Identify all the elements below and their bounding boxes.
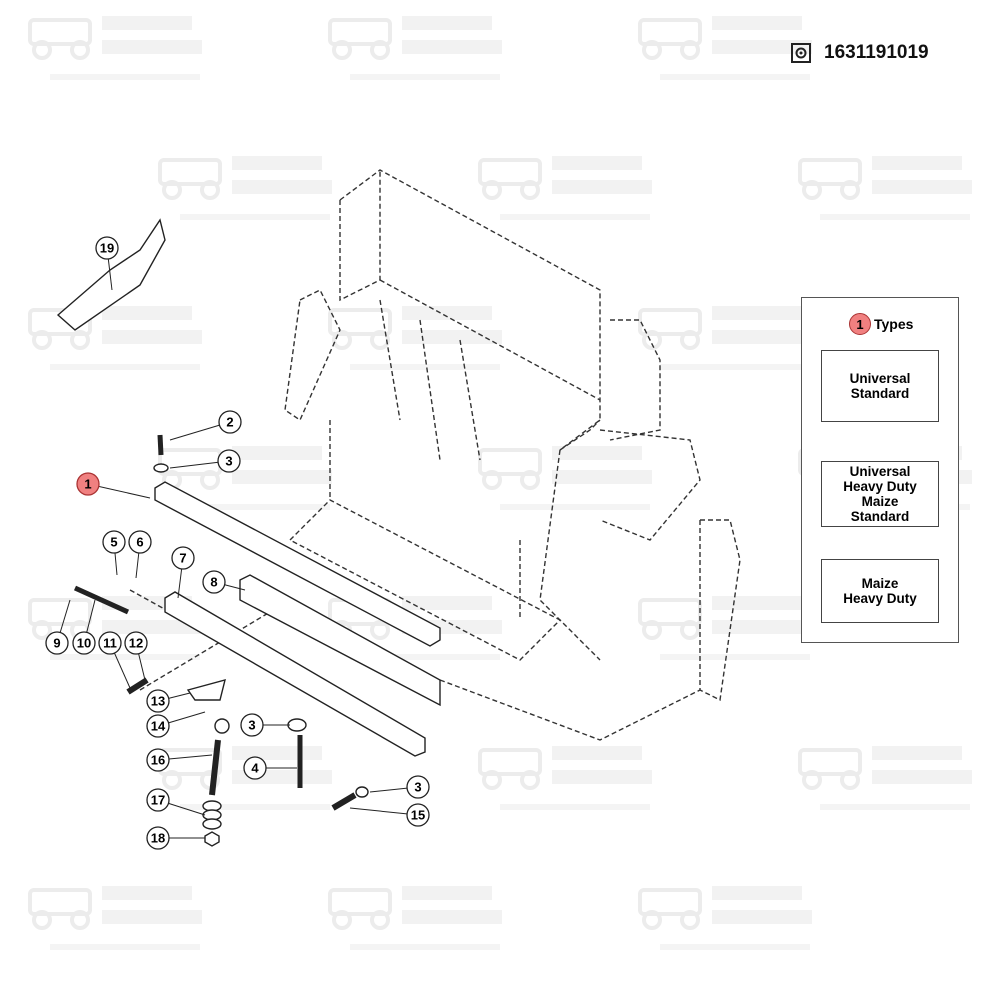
callout-circle [128,530,152,554]
callout-1[interactable]: 1 [76,472,151,499]
type-universal-standard[interactable]: Universal Standard [821,350,939,422]
callout-circle [98,631,122,655]
callout-circle [218,410,242,434]
callout-3[interactable]: 3 [169,449,241,473]
callout-circle [76,472,100,496]
callout-circle [202,570,226,594]
callout-12[interactable]: 12 [124,631,148,681]
callout-4[interactable]: 4 [243,756,297,780]
part-17-bush [202,818,222,830]
part-3-washer [153,463,169,473]
callout-10[interactable]: 10 [72,599,96,655]
callout-11[interactable]: 11 [98,631,131,689]
callout-13[interactable]: 13 [146,689,191,713]
callout-label: 4 [251,761,259,776]
callout-label: 17 [151,793,165,808]
part-3-washer [355,786,369,798]
type-maize-heavy-duty[interactable]: Maize Heavy Duty [821,559,939,623]
callout-label: 3 [225,454,232,469]
callout-label: 11 [103,636,117,651]
callout-label: 7 [179,551,186,566]
part-16-eye [214,718,230,734]
part-18-nut [204,831,220,847]
callout-circle [243,756,267,780]
callout-circle [146,714,170,738]
callout-label: 6 [136,535,143,550]
callout-circle [146,748,170,772]
callout-circle [406,775,430,799]
callout-9[interactable]: 9 [45,599,71,655]
part-10-pin [73,585,130,615]
manual-gear-icon [791,43,811,63]
part-number: 1631191019 [824,42,929,63]
callout-label: 2 [226,415,233,430]
callout-14[interactable]: 14 [146,711,206,738]
callout-circle [146,788,170,812]
callout-label: 14 [151,719,166,734]
callout-label: 13 [151,694,165,709]
callout-17[interactable]: 17 [146,788,206,816]
callout-circle [146,689,170,713]
part-11-bolt [126,677,149,695]
part-2-bolt [157,434,164,456]
callout-badge-1[interactable]: 1 [849,313,871,335]
callout-label: 12 [129,636,143,651]
callout-label: 9 [53,636,60,651]
callout-circle [95,236,119,260]
callout-circle [102,530,126,554]
part-13-bracket [186,679,226,701]
callout-2[interactable]: 2 [169,410,242,441]
callout-circle [124,631,148,655]
part-1-bar [154,481,441,647]
part-15-bolt [331,792,357,811]
callout-3[interactable]: 3 [369,775,430,799]
callout-label: 3 [248,718,255,733]
callout-5[interactable]: 5 [102,530,126,576]
types-title-label: Types [874,316,914,332]
callout-label: 18 [151,831,165,846]
callout-3[interactable]: 3 [240,713,290,737]
callout-circle [240,713,264,737]
callout-label: 3 [414,780,421,795]
types-title: 1 Types [849,313,913,335]
callout-15[interactable]: 15 [349,803,430,827]
callout-label: 5 [110,535,117,550]
callout-label: 16 [151,753,165,768]
part-number-header: 1631191019 [790,42,929,64]
type-label: Universal Standard [849,371,911,401]
part-8-plate [239,574,441,707]
part-19-hook [56,218,166,331]
part-3-washer [287,718,307,732]
callout-circle [146,826,170,850]
callout-8[interactable]: 8 [202,570,246,594]
callout-label: 10 [77,636,91,651]
type-label: Maize Heavy Duty [843,576,917,606]
parts-drawing [56,218,441,847]
callout-19[interactable]: 19 [95,236,119,291]
callout-circle [217,449,241,473]
callout-circle [171,546,195,570]
type-universal-heavy-duty-maize-standard[interactable]: Universal Heavy Duty Maize Standard [821,461,939,527]
callout-label: 19 [100,241,114,256]
callout-label: 15 [411,808,425,823]
callout-label: 1 [84,477,91,492]
callout-circle [45,631,69,655]
callout-6[interactable]: 6 [128,530,152,579]
callout-circle [406,803,430,827]
part-16-bolt [209,739,221,796]
type-label: Universal Heavy Duty Maize Standard [843,464,917,524]
callout-label: 8 [210,575,217,590]
callout-18[interactable]: 18 [146,826,205,850]
callout-16[interactable]: 16 [146,748,213,772]
types-panel: 1 Types Universal Standard Universal Hea… [801,297,959,643]
callout-circle [72,631,96,655]
callout-7[interactable]: 7 [171,546,195,599]
frame-drawing [129,169,741,751]
part-7-channel [164,591,426,757]
